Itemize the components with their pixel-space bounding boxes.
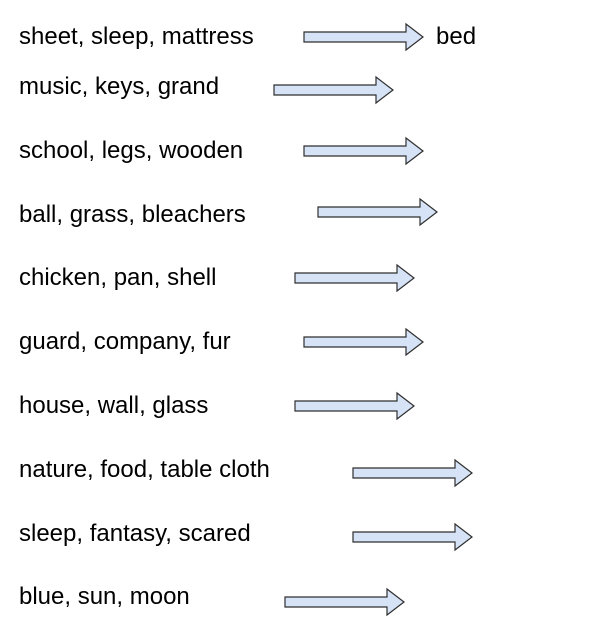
right-arrow-icon — [317, 197, 438, 227]
clue-words: school, legs, wooden — [19, 137, 244, 164]
clue-words: sleep, fantasy, scared — [19, 520, 251, 547]
clue-words: nature, food, table cloth — [19, 456, 270, 483]
right-arrow-icon — [352, 458, 473, 488]
right-arrow-icon — [303, 327, 424, 357]
worksheet-row: chicken, pan, shell — [0, 263, 611, 303]
worksheet-row: music, keys, grand — [0, 72, 611, 112]
right-arrow-icon — [303, 136, 424, 166]
worksheet-row: sheet, sleep, mattress bed — [0, 22, 611, 62]
right-arrow-icon — [294, 263, 415, 293]
right-arrow-icon — [273, 75, 394, 105]
worksheet-row: guard, company, fur — [0, 327, 611, 367]
clue-words: chicken, pan, shell — [19, 264, 217, 291]
clue-words: blue, sun, moon — [19, 583, 190, 610]
right-arrow-icon — [294, 391, 415, 421]
worksheet-row: nature, food, table cloth — [0, 455, 611, 495]
clue-words: music, keys, grand — [19, 73, 220, 100]
clue-words: ball, grass, bleachers — [19, 201, 246, 228]
worksheet-row: blue, sun, moon — [0, 582, 611, 622]
right-arrow-icon — [284, 587, 405, 617]
answer-text: bed — [436, 23, 477, 50]
worksheet-row: ball, grass, bleachers — [0, 197, 611, 240]
clue-words: sheet, sleep, mattress — [19, 23, 254, 50]
worksheet-row: school, legs, wooden — [0, 136, 611, 176]
worksheet-row: house, wall, glass — [0, 391, 611, 431]
right-arrow-icon — [303, 22, 424, 52]
worksheet-row: sleep, fantasy, scared — [0, 519, 611, 559]
clue-words: house, wall, glass — [19, 392, 209, 419]
right-arrow-icon — [352, 522, 473, 552]
clue-words: guard, company, fur — [19, 328, 231, 355]
